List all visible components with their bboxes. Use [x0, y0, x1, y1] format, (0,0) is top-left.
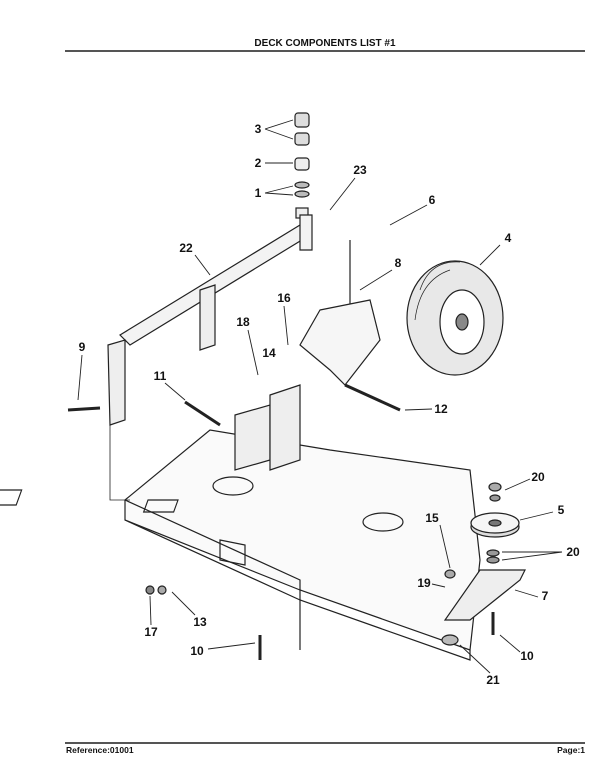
reference-number: Reference:01001 [66, 745, 134, 755]
pulley [470, 482, 520, 564]
callout: 19 [417, 576, 431, 590]
callout: 11 [154, 369, 167, 383]
callout: 13 [193, 615, 207, 629]
callout: 7 [542, 589, 549, 603]
callout: 16 [277, 291, 291, 305]
header-rule [65, 50, 585, 52]
callout: 21 [486, 673, 500, 687]
wheel [406, 260, 504, 376]
callout: 22 [179, 241, 193, 255]
footer-rule [65, 742, 585, 744]
callout: 15 [425, 511, 439, 525]
callout: 10 [190, 644, 204, 658]
callout: 17 [144, 625, 158, 639]
callout: 6 [429, 193, 436, 207]
callout: 10 [520, 649, 534, 663]
callout: 23 [353, 163, 367, 177]
callout-labels: 3 2 1 23 6 22 4 8 16 18 14 9 11 12 20 15… [79, 122, 580, 687]
page-number: Page:1 [557, 745, 585, 755]
caster-fork [299, 240, 381, 386]
callout: 12 [434, 402, 448, 416]
callout: 20 [566, 545, 580, 559]
callout: 20 [531, 470, 545, 484]
callout: 2 [255, 156, 262, 170]
callout: 5 [558, 503, 565, 517]
leader-lines [77, 119, 563, 674]
callout: 8 [395, 256, 402, 270]
callout: 1 [255, 186, 262, 200]
callout: 18 [236, 315, 250, 329]
page-title: DECK COMPONENTS LIST #1 [254, 38, 396, 49]
callout: 14 [262, 346, 276, 360]
deck-arm [107, 214, 313, 501]
callout: 3 [255, 122, 262, 136]
bushing-stack [294, 112, 310, 219]
callout: 4 [505, 231, 512, 245]
callout: 9 [79, 340, 86, 354]
